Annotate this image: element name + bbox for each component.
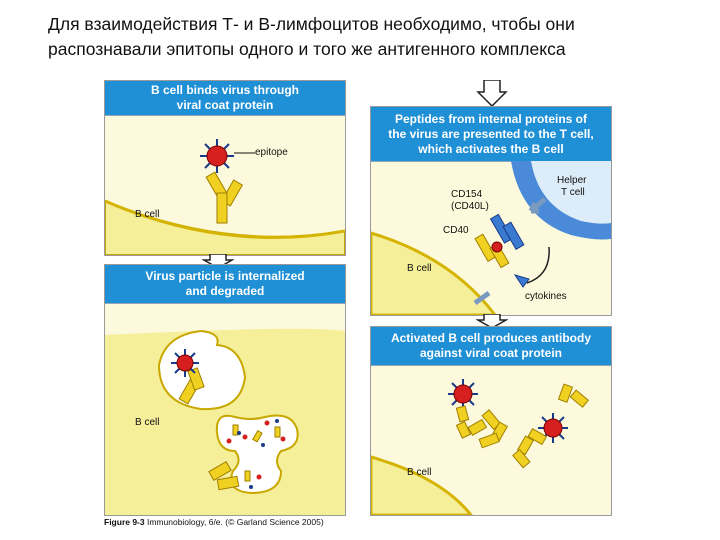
flow-arrow-down-top <box>476 80 508 106</box>
cd40-cd154-pair <box>475 214 524 267</box>
label-b-cell: B cell <box>407 467 431 479</box>
label-cd40: CD40 <box>443 225 469 237</box>
label-cd154-alias: (CD40L) <box>451 201 489 213</box>
bcr-receptor <box>206 172 242 223</box>
b-cell-body <box>371 457 471 515</box>
panel-illustration <box>105 81 345 255</box>
title-line-2: распознавали эпитопы одного и того же ан… <box>48 37 688 62</box>
virus-antibody-complex-1 <box>448 379 486 438</box>
cytokine-arrowhead <box>515 275 529 287</box>
figure-source: Immunobiology, 6/e. (© Garland Science 2… <box>145 517 324 527</box>
cytokine-arrow <box>527 247 549 283</box>
label-helper-t-cell: Helper T cell <box>557 175 586 199</box>
internalized-virus <box>171 349 199 377</box>
title-line-1: Для взаимодействия Т- и В-лимфоцитов нео… <box>48 12 688 37</box>
virus-antibody-complex-2 <box>513 413 568 468</box>
figure-caption: Figure 9-3 Immunobiology, 6/e. (© Garlan… <box>104 517 324 527</box>
panel-t-cell-help: Peptides from internal proteins of the v… <box>370 106 612 316</box>
label-helper: Helper <box>557 175 586 187</box>
panel-illustration <box>371 107 611 315</box>
label-cytokines: cytokines <box>525 291 567 303</box>
panel-antibody-production: Activated B cell produces antibody again… <box>370 326 612 516</box>
label-b-cell: B cell <box>135 209 159 221</box>
label-cd154-name: CD154 <box>451 189 489 201</box>
panel-illustration <box>105 265 345 515</box>
virus-particle <box>200 139 234 173</box>
label-t-cell: T cell <box>557 187 586 199</box>
figure-number: Figure 9-3 <box>104 517 145 527</box>
free-antibody-2 <box>559 384 589 407</box>
label-epitope: epitope <box>255 147 288 159</box>
panel-internalization: Virus particle is internalized and degra… <box>104 264 346 516</box>
slide-title: Для взаимодействия Т- и В-лимфоцитов нео… <box>48 12 688 62</box>
panel-illustration <box>371 327 611 515</box>
label-b-cell: B cell <box>407 263 431 275</box>
panel-virus-binding: B cell binds virus through viral coat pr… <box>104 80 346 256</box>
label-cd154: CD154 (CD40L) <box>451 189 489 213</box>
label-b-cell: B cell <box>135 417 159 429</box>
